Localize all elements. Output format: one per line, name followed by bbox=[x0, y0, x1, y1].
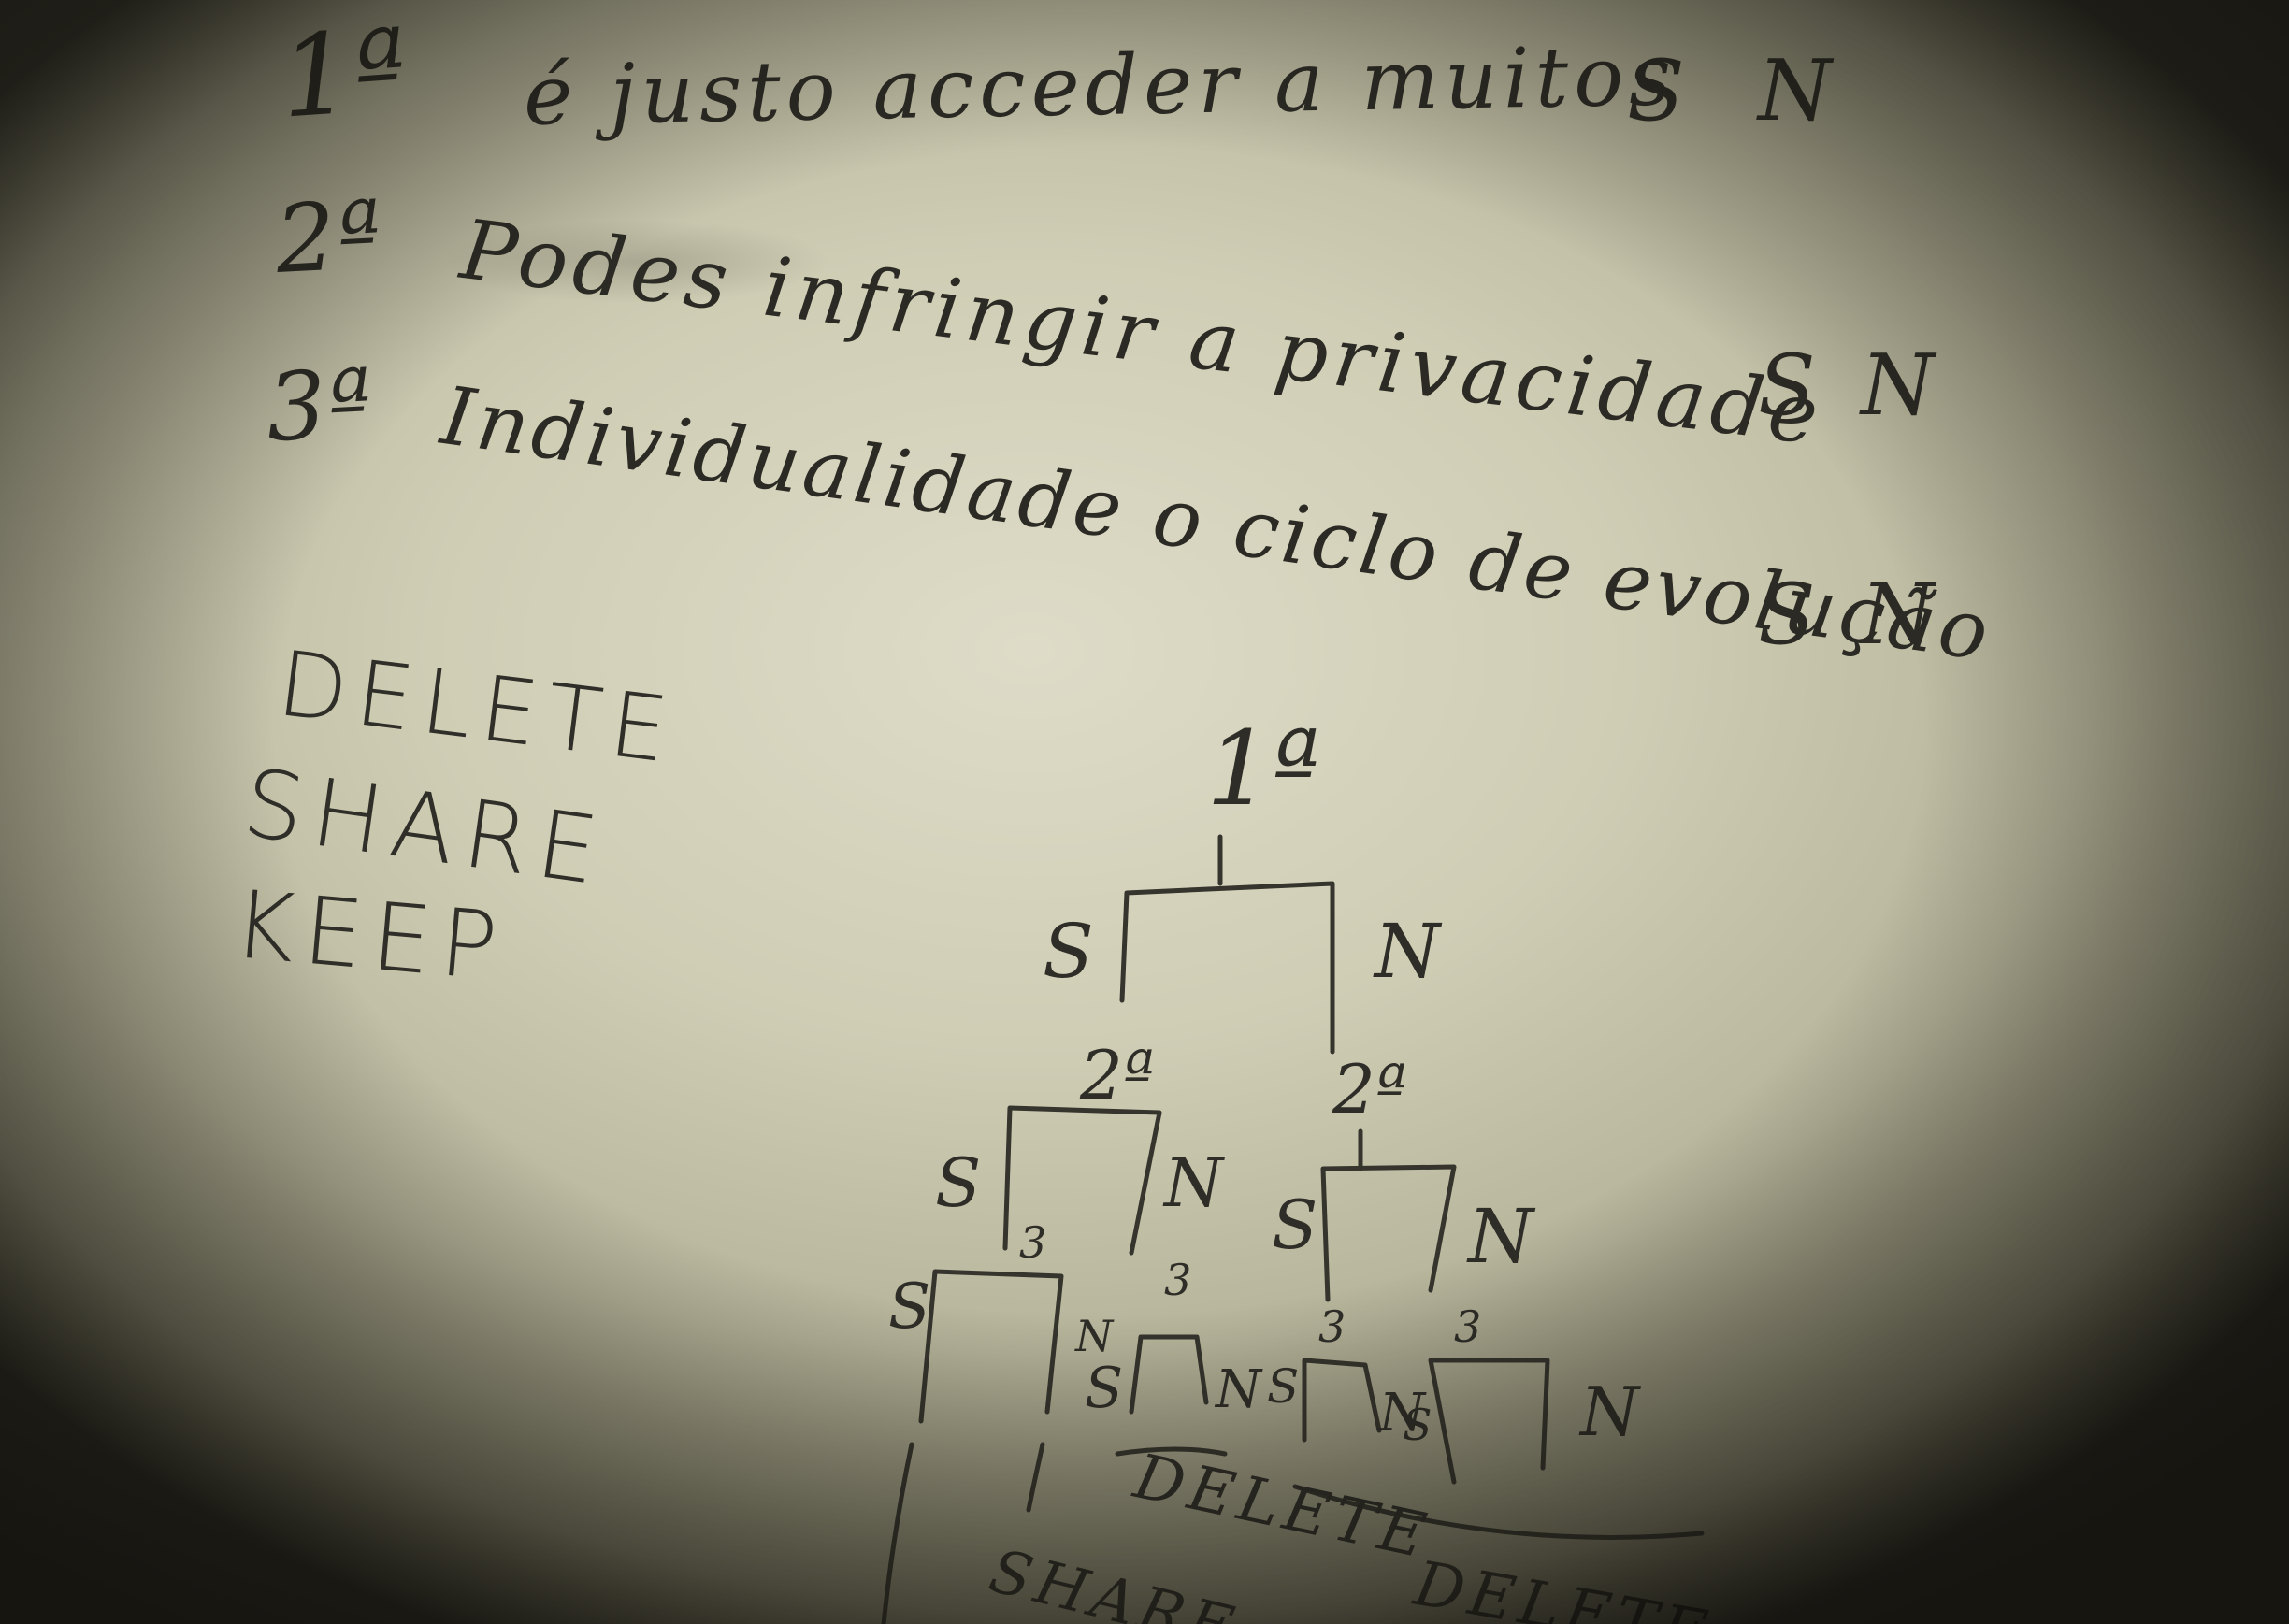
tree-right-level2-label: 2ª bbox=[1332, 1050, 1407, 1128]
tree-level3-no-4: N bbox=[1578, 1372, 1642, 1451]
tree-level3-label-2: 3 bbox=[1164, 1255, 1191, 1305]
tree-bottom-stroke-left bbox=[881, 1442, 914, 1624]
tree-left-level2-yes: S bbox=[935, 1143, 981, 1222]
tree-level3-yes-4: S bbox=[1403, 1400, 1432, 1450]
tree-level3-label-4: 3 bbox=[1454, 1301, 1481, 1352]
tree-root-branch bbox=[1119, 881, 1335, 1055]
tree-bottom-delete-left: DELETE bbox=[1128, 1440, 1437, 1573]
tree-level3-yes-1: S bbox=[888, 1271, 930, 1343]
tree-level3-label-1: 3 bbox=[1019, 1217, 1046, 1268]
tree-level3-yes-2: S bbox=[1085, 1356, 1123, 1421]
tree-left-level2-no: N bbox=[1162, 1143, 1226, 1222]
tree-level3-no-1: N bbox=[1074, 1311, 1115, 1361]
tree-bottom-stroke-right bbox=[1026, 1442, 1045, 1513]
tree-level3-branch-4 bbox=[1428, 1358, 1550, 1485]
tree-left-level2-label: 2ª bbox=[1079, 1036, 1155, 1114]
tree-bottom-delete-right: DELETE bbox=[1408, 1547, 1718, 1624]
tree-level3-no-2: N bbox=[1214, 1359, 1263, 1420]
tree-bottom-share: SHARE bbox=[983, 1537, 1245, 1624]
tree-right-level2-branch bbox=[1320, 1164, 1457, 1302]
tree-root-no: N bbox=[1373, 908, 1443, 995]
tree-root-yes: S bbox=[1043, 908, 1094, 995]
tree-level3-yes-3: S bbox=[1267, 1359, 1299, 1414]
tree-level3-branch-2 bbox=[1129, 1334, 1209, 1415]
tree-right-level2-yes: S bbox=[1272, 1186, 1317, 1264]
tree-level3-branch-1 bbox=[918, 1269, 1064, 1424]
tree-right-level2-no: N bbox=[1466, 1193, 1536, 1280]
tree-root-label: 1ª bbox=[1206, 709, 1320, 828]
tree-level3-label-3: 3 bbox=[1318, 1301, 1346, 1352]
tree-level3-branch-3 bbox=[1302, 1358, 1382, 1443]
